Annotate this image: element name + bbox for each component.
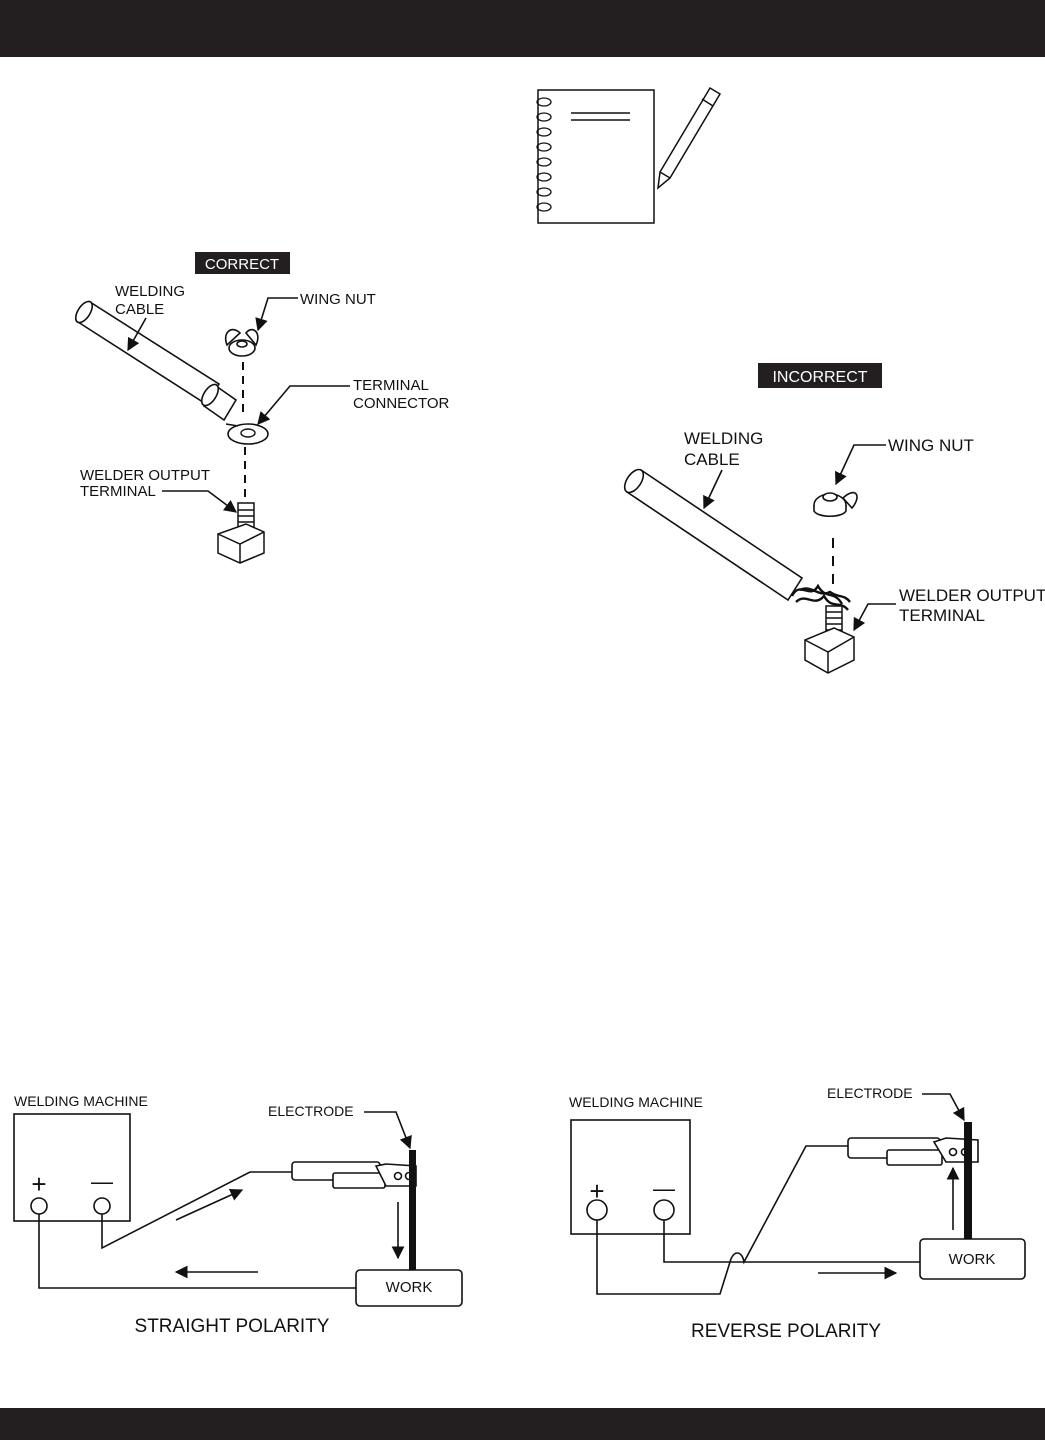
incorrect-badge: [758, 363, 882, 388]
straight-work-label: WORK: [386, 1279, 433, 1296]
reverse-caption: REVERSE POLARITY: [691, 1321, 881, 1342]
footer-bar: [0, 1408, 1045, 1440]
incorrect-output-terminal-label-2: TERMINAL: [899, 606, 985, 625]
straight-negative-terminal: [93, 1197, 111, 1215]
correct-diagram: CORRECT: [74, 252, 450, 564]
correct-badge: [195, 252, 290, 274]
reverse-machine-label: WELDING MACHINE: [569, 1094, 703, 1110]
reverse-positive-terminal: [586, 1199, 608, 1221]
straight-polarity-diagram: WELDING MACHINE + — WORK ELECTRODE STRAI…: [13, 1093, 463, 1337]
correct-terminal-connector-label-2: CONNECTOR: [353, 395, 450, 412]
correct-wing-nut-label: WING NUT: [300, 291, 376, 308]
notebook-pencil-icon: [536, 86, 722, 224]
straight-work-box: [355, 1269, 463, 1307]
straight-current-arrow-up: [175, 1188, 244, 1221]
correct-output-terminal-label-2: TERMINAL: [80, 483, 156, 500]
incorrect-cable-label-2: CABLE: [684, 450, 740, 469]
incorrect-wing-nut-label: WING NUT: [888, 436, 974, 455]
straight-positive-terminal: [30, 1197, 48, 1215]
reverse-electrode-label: ELECTRODE: [827, 1085, 913, 1101]
incorrect-cable-label-1: WELDING: [684, 429, 763, 448]
reverse-negative-terminal: [653, 1199, 675, 1221]
incorrect-output-terminal-label-1: WELDER OUTPUT: [899, 586, 1045, 605]
correct-terminal-connector-label-1: TERMINAL: [353, 377, 429, 394]
straight-plus-sign: +: [31, 1169, 46, 1199]
straight-machine-label: WELDING MACHINE: [14, 1093, 148, 1109]
header-bar: [0, 0, 1045, 57]
incorrect-diagram: INCORRECT: [623, 363, 1045, 674]
straight-electrode-label: ELECTRODE: [268, 1103, 354, 1119]
reverse-work-label: WORK: [949, 1251, 996, 1268]
reverse-electrode-rod: [964, 1122, 972, 1240]
reverse-polarity-diagram: WELDING MACHINE + — WORK ELECTRODE REVER…: [569, 1085, 1026, 1342]
correct-badge-label: CORRECT: [205, 256, 279, 273]
straight-caption: STRAIGHT POLARITY: [135, 1316, 330, 1337]
reverse-plus-sign: +: [589, 1176, 604, 1206]
incorrect-badge-label: INCORRECT: [772, 369, 867, 386]
correct-output-terminal-label-1: WELDER OUTPUT: [80, 467, 210, 484]
straight-electrode-rod: [409, 1150, 416, 1271]
straight-minus-sign: —: [91, 1169, 113, 1194]
reverse-work-box: [919, 1238, 1026, 1280]
reverse-minus-sign: —: [653, 1176, 675, 1201]
correct-cable-label-1: WELDING: [115, 283, 185, 300]
correct-cable-label-2: CABLE: [115, 301, 164, 318]
